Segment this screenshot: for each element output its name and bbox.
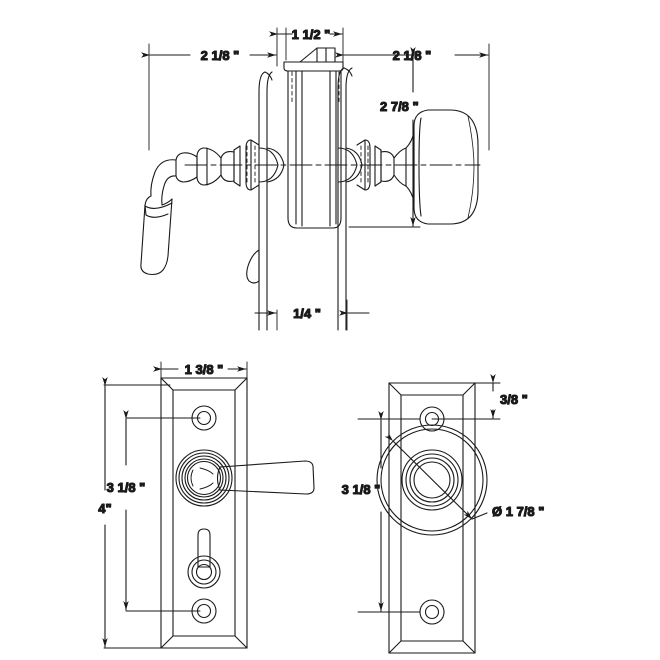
latch-body — [283, 47, 344, 229]
left-plate-lever-arm — [216, 460, 315, 495]
dimension-label-rosette-diameter: Ø 1 7/8 " — [492, 504, 544, 519]
left-plate-top-screw — [191, 405, 217, 431]
dimension-label-latch-width: 1 1/2 " — [292, 27, 331, 42]
dimension-label-right-top-offset: 3/8 " — [500, 392, 528, 407]
dimension-label-knob-projection: 2 1/8 " — [393, 48, 432, 63]
view-knob-backplate: 3/8 " 3 1/8 " Ø 1 7/8 " — [341, 374, 545, 654]
knob-assembly — [356, 109, 479, 225]
dimension-label-latch-height: 2 7/8 " — [380, 99, 419, 114]
left-backplate-outline — [160, 377, 248, 649]
extension-lines-top — [148, 27, 490, 331]
dimension-label-left-plate-height: 4" — [98, 501, 111, 516]
dimension-label-lever-projection: 2 1/8 " — [201, 48, 240, 63]
latch-tongue — [246, 249, 260, 284]
spindle-bosses — [258, 147, 363, 183]
dimension-label-right-screw-distance: 3 1/8 " — [342, 482, 381, 497]
left-plate-bottom-screw — [191, 598, 217, 624]
left-plate-lever-rosette — [175, 449, 233, 507]
right-backplate-outline — [388, 382, 476, 654]
dimension-rosette-diameter — [384, 432, 488, 520]
extension-lines-left-plate — [103, 361, 248, 649]
view-side-elevation: 2 1/8 " 1 1/2 " 2 1/8 " 2 7/8 " 1/4 " — [140, 26, 490, 331]
door-panel-edges — [258, 67, 353, 331]
dimension-label-door-thickness: 1/4 " — [293, 306, 321, 321]
lever-handle-assembly — [140, 139, 260, 276]
left-plate-keyhole — [187, 528, 221, 589]
dimension-label-left-plate-width: 1 3/8 " — [185, 362, 224, 377]
right-plate-rosette — [376, 424, 488, 536]
view-lever-backplate: 1 3/8 " 3 1/8 " 4" — [98, 361, 315, 649]
right-plate-bottom-screw — [419, 599, 445, 625]
dimension-label-left-screw-distance: 3 1/8 " — [107, 480, 146, 495]
